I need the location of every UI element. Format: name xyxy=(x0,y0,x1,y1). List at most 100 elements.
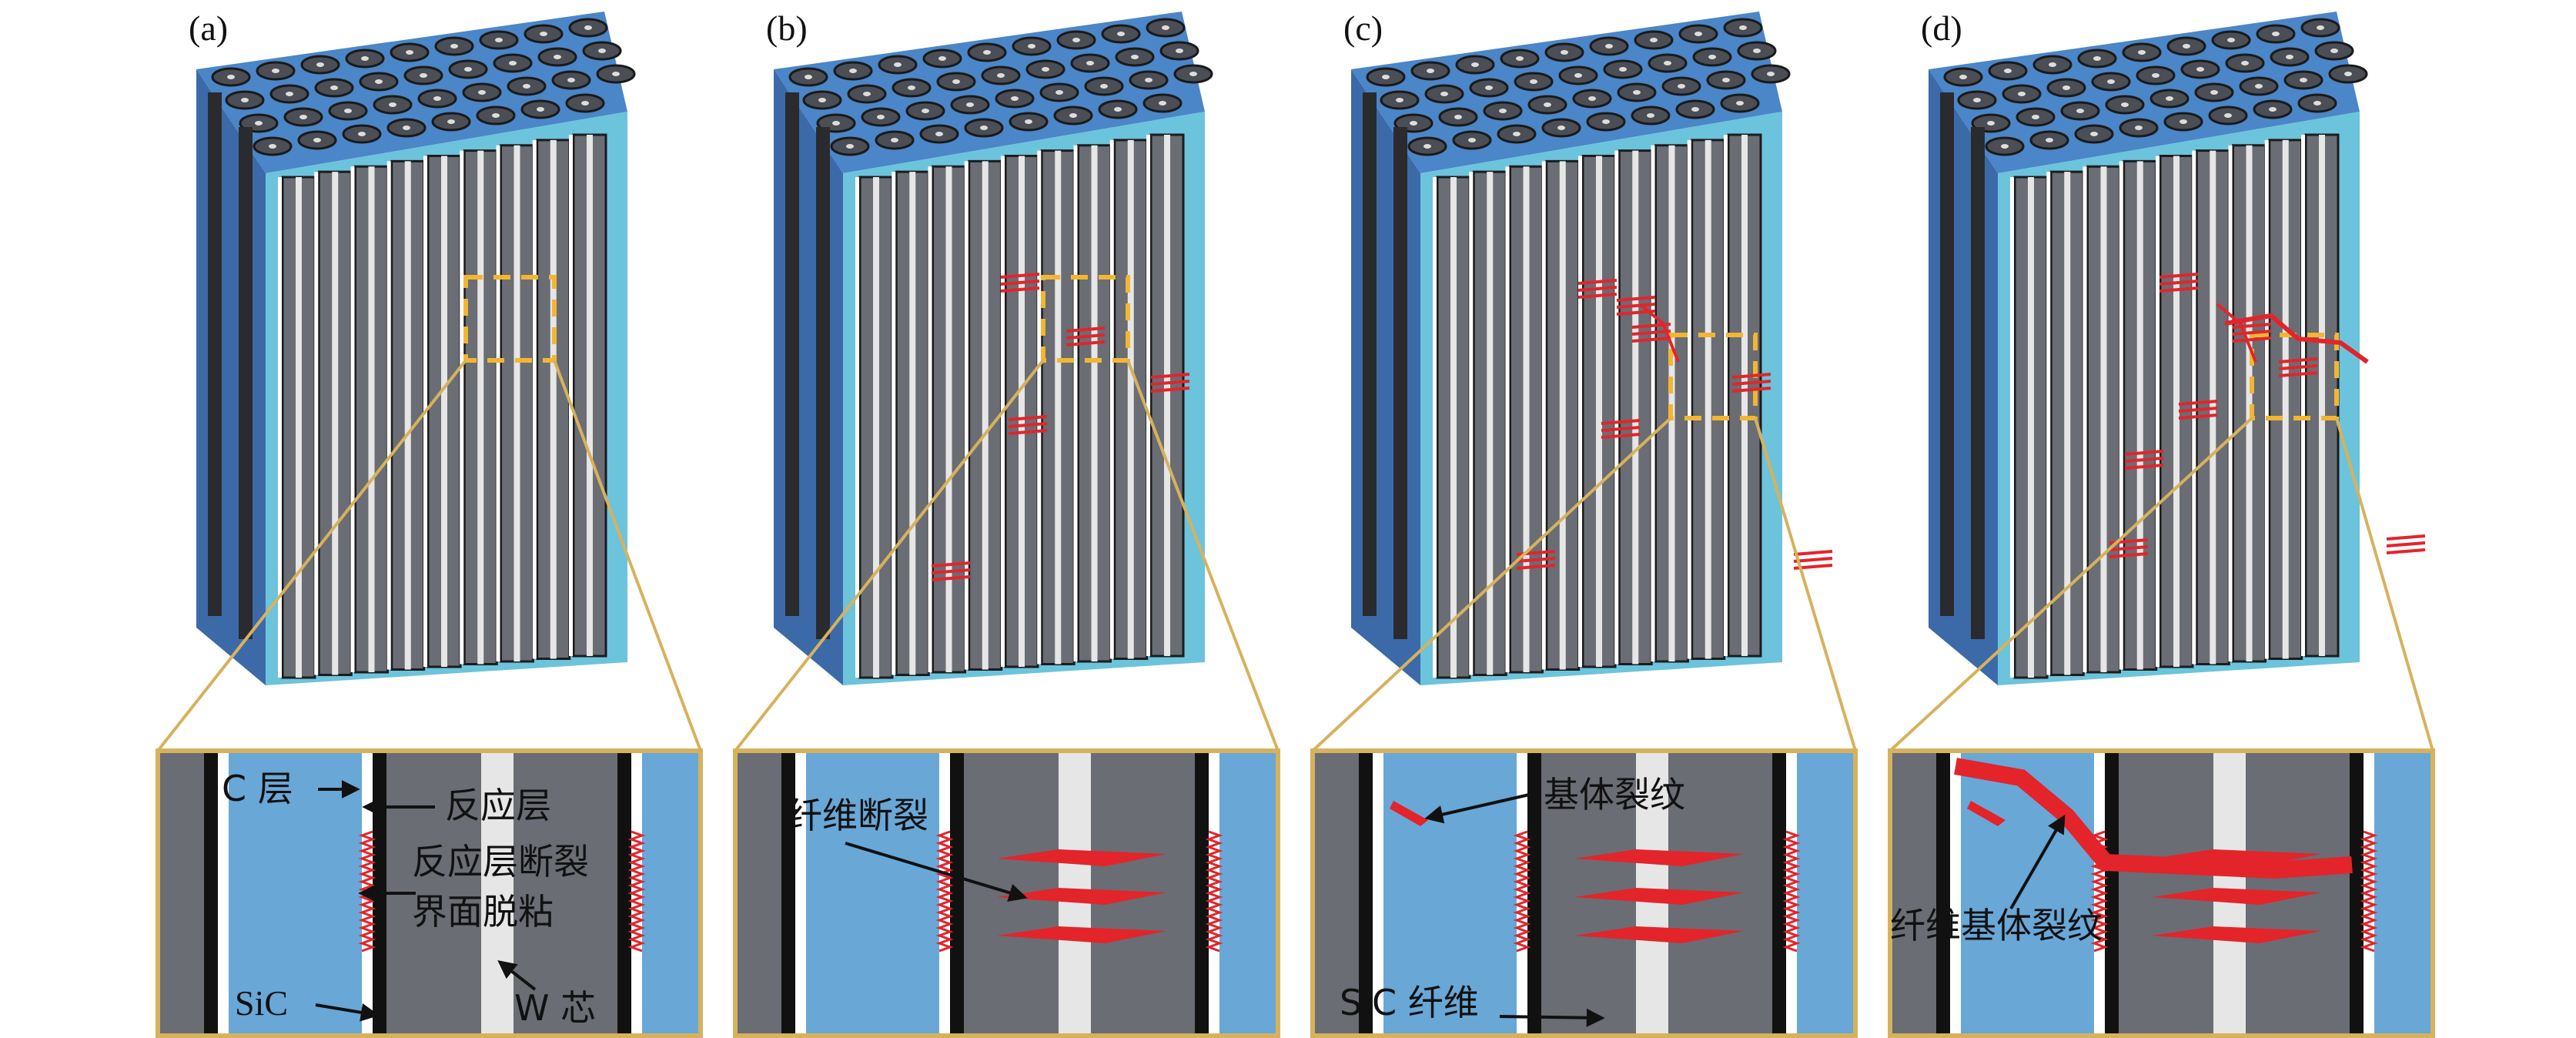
inset-reaction-left xyxy=(1936,753,1950,1033)
fiber-core-end xyxy=(1025,119,1032,124)
c-layer-strip xyxy=(532,139,537,659)
crack-mark xyxy=(1631,337,1671,343)
c-layer-strip xyxy=(964,161,969,670)
fiber-core-end xyxy=(922,109,929,113)
fiber-core-end xyxy=(1410,121,1417,126)
crack-mark xyxy=(2109,552,2149,558)
through-crack xyxy=(2224,313,2369,364)
fiber-crack-shape xyxy=(1574,849,1744,866)
inset-reaction-left xyxy=(781,753,795,1033)
fiber-core-end xyxy=(1513,132,1521,136)
fiber-core-end xyxy=(554,55,561,59)
fiber-core-end xyxy=(361,56,369,61)
crack-mark xyxy=(1793,550,1833,556)
fiber-core-end xyxy=(2004,69,2012,73)
fiber-core-end xyxy=(2093,56,2101,61)
fiber-core-end xyxy=(2046,138,2053,142)
inset-reaction-left xyxy=(204,753,218,1033)
fiber-core-end xyxy=(567,78,575,82)
fiber-core-end xyxy=(2300,78,2307,82)
fiber-core-end xyxy=(464,67,472,72)
c-layer-strip xyxy=(1433,177,1437,678)
c-layer-strip xyxy=(386,161,391,670)
fiber-core-end xyxy=(2241,61,2249,65)
inset-w-core xyxy=(481,753,514,1033)
fiber-w-core xyxy=(514,145,520,661)
block-side-face xyxy=(1351,69,1420,685)
c-layer-strip xyxy=(1109,139,1114,659)
crack-mark xyxy=(1616,303,1656,309)
annotations-d: 纤维基体裂纹 xyxy=(1890,814,2103,946)
fiber-core-end xyxy=(1176,49,1183,53)
c-layer-strip xyxy=(2192,150,2196,665)
arrow-icon xyxy=(2009,814,2066,909)
crack-mark xyxy=(2159,280,2199,286)
fiber-w-core xyxy=(1523,166,1530,672)
fiber-w-core xyxy=(982,161,989,670)
crack-mark xyxy=(931,568,971,574)
fiber-w-core xyxy=(945,166,952,672)
fiber-core-end xyxy=(2107,79,2115,84)
matrix-crack-shape xyxy=(1967,801,2006,826)
fiber-w-core xyxy=(1632,150,1639,665)
fiber-core-end xyxy=(2138,50,2146,55)
composite-block-b xyxy=(774,12,1213,685)
c-layer-strip xyxy=(1578,156,1582,667)
fiber-w-core xyxy=(873,177,879,678)
crack-mark xyxy=(2232,330,2272,336)
arrow-icon xyxy=(497,960,537,991)
fiber-core-end xyxy=(389,102,396,107)
crack-mark xyxy=(931,561,971,568)
label-w-core: W 芯 xyxy=(514,987,596,1029)
inset-c-layer xyxy=(939,753,950,1033)
fiber-core-end xyxy=(358,132,366,136)
fiber-core-end xyxy=(1633,90,1641,95)
block-top-face xyxy=(196,12,627,173)
zoom-line xyxy=(2335,417,2434,752)
fiber-core-end xyxy=(241,98,249,102)
fiber-core-end xyxy=(1516,56,1524,61)
fiber-core-end xyxy=(1114,107,1122,112)
fiber-core-end xyxy=(581,101,589,105)
fiber-core-end xyxy=(1736,101,1744,105)
fiber-core-end xyxy=(938,56,946,61)
fiber-core-end xyxy=(818,98,826,102)
inset-reaction-right xyxy=(617,753,631,1033)
crack-mark xyxy=(1008,415,1048,421)
label-reaction-layer-fracture: 反应层断裂 xyxy=(412,841,589,882)
fiber-core-end xyxy=(403,126,410,130)
side-fiber xyxy=(816,127,830,639)
fiber-core-end xyxy=(612,72,620,76)
block-side-face xyxy=(774,69,843,685)
inset-reaction-left xyxy=(1359,753,1373,1033)
crack-mark xyxy=(2232,323,2272,329)
inset-fiber-left xyxy=(1892,753,1939,1033)
crack-mark xyxy=(1066,326,1106,333)
debond-teeth xyxy=(1513,830,1531,953)
fiber-core-end xyxy=(1131,55,1139,59)
fiber-core-end xyxy=(1189,72,1197,76)
fiber-core-end xyxy=(1471,62,1479,67)
label-matrix-crack: 基体裂纹 xyxy=(1544,774,1685,815)
fiber-w-core xyxy=(2064,172,2071,675)
fiber-core-end xyxy=(980,126,988,130)
c-layer-strip xyxy=(2228,145,2233,661)
c-layer-strip xyxy=(1146,135,1150,656)
zoom-line xyxy=(1311,417,1672,752)
inset-reaction-right xyxy=(1195,753,1209,1033)
crack-mark xyxy=(2159,273,2199,279)
fiber-core-end xyxy=(1574,73,1582,78)
fiber-core-end xyxy=(1028,44,1035,49)
inset-c-layer xyxy=(1517,753,1527,1033)
panel-label-d: (d) xyxy=(1921,8,1962,48)
inset-c xyxy=(1310,748,1858,1038)
block-top-face xyxy=(774,12,1205,173)
arrow-icon xyxy=(1499,1008,1605,1027)
panel-label-b: (b) xyxy=(766,8,808,48)
c-layer-strip xyxy=(2083,166,2087,672)
debond-teeth xyxy=(935,830,954,953)
c-layer-strip xyxy=(350,166,355,672)
fiber-w-core xyxy=(1596,156,1602,667)
fiber-core-end xyxy=(540,32,547,36)
inset-a xyxy=(156,748,703,1038)
